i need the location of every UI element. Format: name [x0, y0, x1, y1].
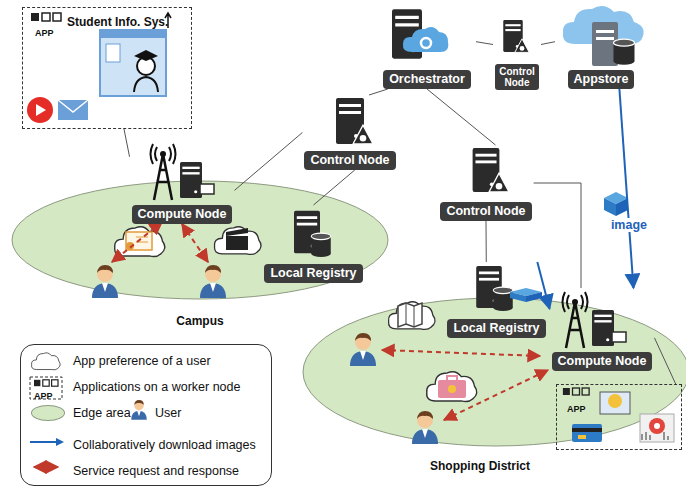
edge-area: Campus Compute NodeLocal Registry	[10, 180, 390, 330]
label-holder: APP	[567, 398, 586, 416]
node-label: Control Node	[304, 151, 395, 170]
edge-label-holder: image	[609, 215, 649, 233]
node-box: Control Node	[438, 145, 533, 221]
label-holder: APP	[35, 22, 54, 40]
legend-text: App preference of a user	[73, 354, 211, 368]
legend-text: Collaboratively download images	[73, 438, 256, 452]
link-line	[541, 42, 555, 45]
node-label: Local Registry	[264, 264, 362, 283]
link-line	[313, 170, 354, 205]
download-arrow	[619, 89, 633, 288]
node-box: Compute Node	[130, 140, 235, 224]
label-holder: APP	[34, 385, 53, 403]
legend-box: App preference of a userApplications on …	[20, 344, 272, 486]
node-box: Control Node	[493, 20, 541, 90]
legend-row: Service request and response	[73, 461, 239, 479]
download-arrow	[537, 262, 549, 309]
label-holder: Local Registry	[262, 263, 364, 283]
legend-text: Edge area	[73, 406, 131, 420]
label-holder: Orchestrator	[378, 69, 476, 89]
link-line	[369, 89, 388, 95]
label-holder: Local Registry	[445, 318, 547, 338]
edge-area: Shopping District Local RegistryCompute N…	[300, 297, 686, 475]
legend-row: Applications on a worker node	[73, 377, 240, 395]
node-box: Control Node	[302, 95, 397, 170]
icon-tag: APP	[34, 391, 53, 401]
label-holder: Student Info. Sys.	[67, 12, 168, 30]
node-label: Control Node	[495, 64, 539, 90]
label-holder: Control Node	[493, 64, 541, 90]
label-holder: Compute Node	[550, 351, 655, 371]
node-label: Local Registry	[447, 319, 545, 338]
link-line	[124, 129, 130, 157]
node-label: Compute Node	[552, 352, 653, 371]
label-holder: Compute Node	[130, 204, 235, 224]
link-line	[234, 133, 302, 191]
edge-label: image	[609, 218, 649, 232]
label-holder: Control Node	[438, 201, 533, 221]
label-holder: Appstore	[555, 69, 647, 89]
node-label: Appstore	[568, 70, 635, 89]
legend-text: Service request and response	[73, 464, 239, 478]
legend-row: User	[155, 403, 181, 421]
node-box: Local Registry	[262, 205, 364, 283]
app-tag: APP	[567, 404, 586, 414]
legend-text: User	[155, 406, 181, 420]
node-box: Appstore	[555, 3, 647, 89]
node-label: Control Node	[440, 202, 531, 221]
link-line	[485, 221, 486, 262]
node-label: Compute Node	[132, 205, 233, 224]
node-label: Orchestrator	[383, 70, 471, 89]
legend-row: Collaboratively download images	[73, 435, 256, 453]
legend-row: Edge area	[73, 403, 131, 421]
legend-swatch	[31, 405, 65, 421]
app-box: APP	[556, 384, 682, 450]
node-box: Compute Node	[550, 288, 655, 371]
label-holder: Control Node	[302, 150, 397, 170]
legend-text: Applications on a worker node	[73, 380, 240, 394]
label-holder: Shopping District	[380, 456, 580, 474]
legend-row: App preference of a user	[73, 351, 211, 369]
link-line	[476, 42, 493, 45]
label-holder: Campus	[100, 311, 300, 329]
app-name: Student Info. Sys.	[67, 15, 168, 29]
app-tag: APP	[35, 28, 54, 38]
link-line	[427, 89, 496, 145]
node-box: Local Registry	[445, 262, 547, 338]
area-name: Shopping District	[430, 459, 530, 473]
area-name: Campus	[176, 314, 223, 328]
node-box: Orchestrator	[378, 3, 476, 89]
link-line	[654, 338, 675, 384]
app-box: APP Student Info. Sys.	[22, 7, 192, 129]
